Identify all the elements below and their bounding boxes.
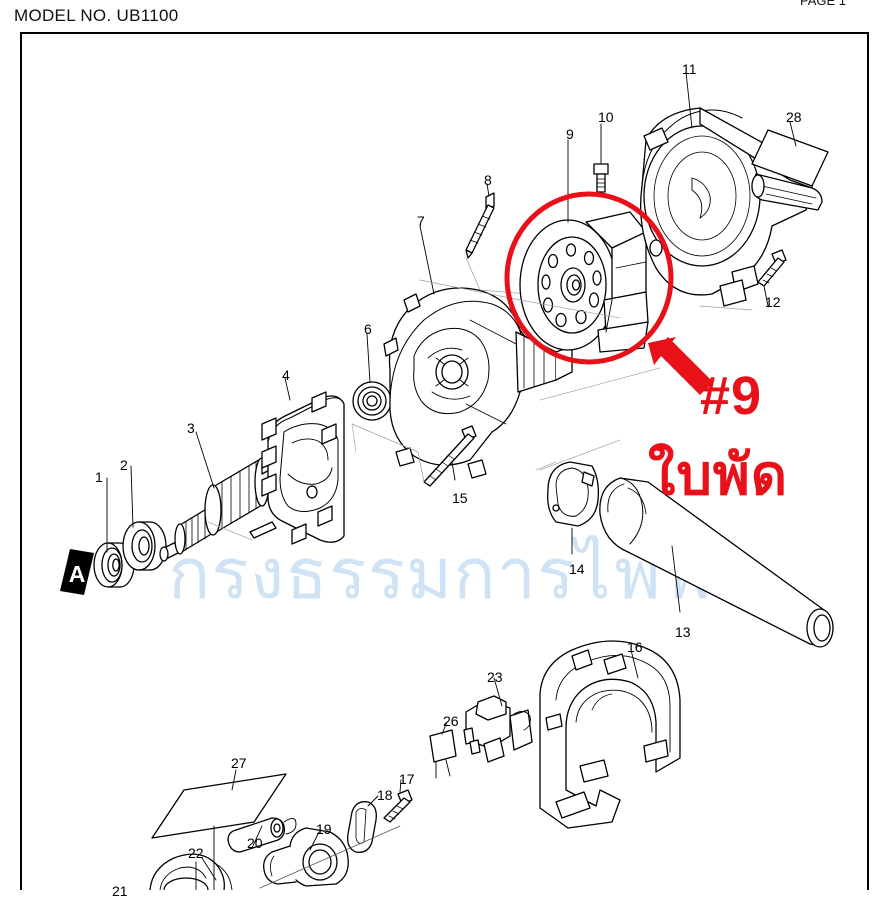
- callout-number-20: 20: [247, 835, 263, 851]
- section-marker-letter: A: [69, 561, 86, 587]
- callout-number-15: 15: [452, 490, 468, 506]
- callout-number-27: 27: [231, 755, 247, 771]
- callout-number-16: 16: [627, 639, 643, 655]
- callout-number-6: 6: [364, 321, 372, 337]
- page-number-label: PAGE 1: [800, 0, 847, 8]
- model-number-label: MODEL NO. UB1100: [14, 6, 179, 25]
- callout-number-18: 18: [377, 787, 393, 803]
- callout-number-3: 3: [187, 420, 195, 436]
- callout-number-11: 11: [682, 61, 697, 77]
- callout-number-17: 17: [399, 771, 415, 787]
- callout-number-21: 21: [112, 883, 128, 899]
- callout-number-4: 4: [282, 367, 290, 383]
- annotation-thai-label: ใบพัด: [648, 443, 789, 506]
- callout-number-28: 28: [786, 109, 802, 125]
- watermark-text: กรงธรรมการไฟฟ้า: [168, 535, 754, 613]
- callout-number-10: 10: [598, 109, 614, 125]
- callout-number-13: 13: [675, 624, 691, 640]
- section-marker-a: A: [60, 549, 94, 595]
- callout-number-1: 1: [95, 469, 103, 485]
- callout-number-22: 22: [188, 845, 204, 861]
- callout-number-8: 8: [484, 172, 492, 188]
- callout-number-7: 7: [417, 213, 425, 229]
- callout-number-23: 23: [487, 669, 503, 685]
- callout-number-12: 12: [765, 294, 781, 310]
- callout-number-26: 26: [443, 713, 459, 729]
- page-header: MODEL NO. UB1100 PAGE 1: [0, 0, 885, 32]
- callout-number-14: 14: [569, 561, 585, 577]
- callout-number-19: 19: [316, 821, 332, 837]
- callout-number-9: 9: [566, 126, 574, 142]
- callout-number-2: 2: [120, 457, 128, 473]
- annotation-part-number: #9: [700, 366, 763, 426]
